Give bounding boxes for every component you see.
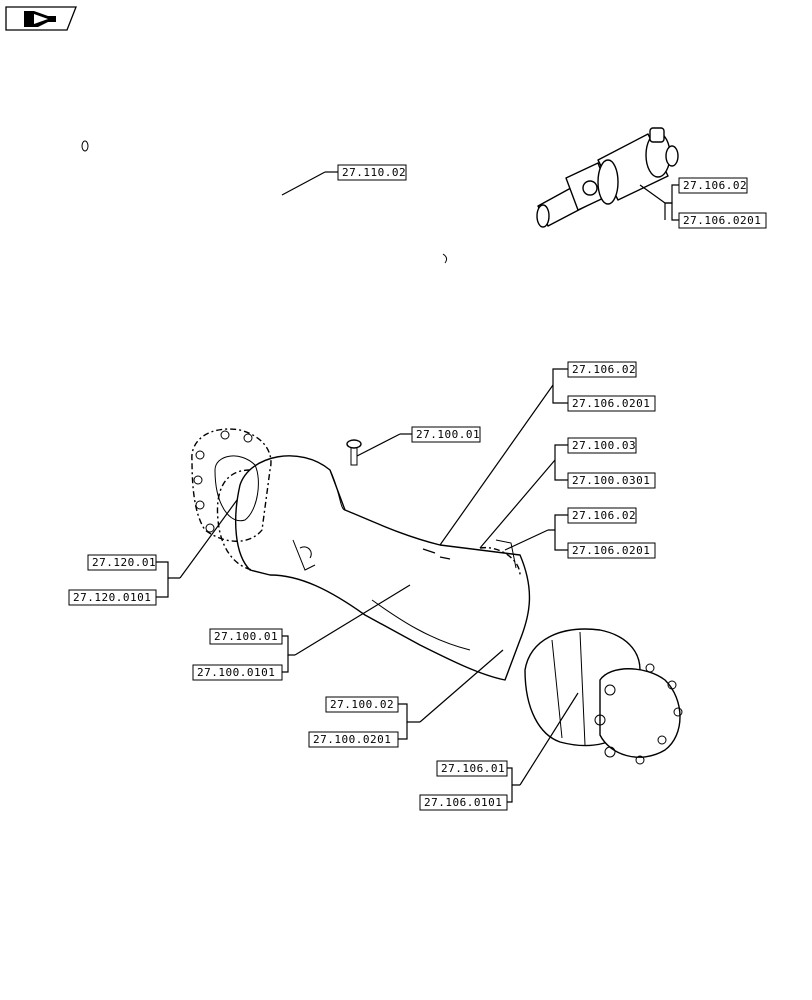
- callout-27-110-02[interactable]: 27.110.02: [337, 164, 407, 181]
- svg-text:27.110.02: 27.110.02: [342, 166, 406, 179]
- callout-27-106-02-low[interactable]: 27.106.02: [567, 507, 637, 524]
- svg-text:27.100.0201: 27.100.0201: [313, 733, 391, 746]
- callout-27-100-0201[interactable]: 27.100.0201: [308, 731, 399, 748]
- svg-text:27.100.02: 27.100.02: [330, 698, 394, 711]
- callout-27-120-0101[interactable]: 27.120.0101: [68, 589, 157, 606]
- callout-27-100-03[interactable]: 27.100.03: [567, 437, 637, 454]
- callout-27-106-0201-top[interactable]: 27.106.0201: [678, 212, 767, 229]
- svg-text:27.100.03: 27.100.03: [572, 439, 636, 452]
- callout-27-106-0101[interactable]: 27.106.0101: [419, 794, 508, 811]
- svg-text:27.106.01: 27.106.01: [441, 762, 505, 775]
- callout-27-100-01-bolt[interactable]: 27.100.01: [411, 426, 481, 443]
- svg-text:27.106.0101: 27.106.0101: [424, 796, 502, 809]
- svg-text:27.100.01: 27.100.01: [416, 428, 480, 441]
- svg-text:27.120.0101: 27.120.0101: [73, 591, 151, 604]
- callout-27-120-01[interactable]: 27.120.01: [87, 554, 157, 571]
- svg-text:27.120.01: 27.120.01: [92, 556, 156, 569]
- propshaft-part: [536, 127, 679, 228]
- svg-text:27.100.01: 27.100.01: [214, 630, 278, 643]
- svg-text:27.106.0201: 27.106.0201: [572, 397, 650, 410]
- svg-text:27.106.02: 27.106.02: [683, 179, 747, 192]
- callout-27-106-0201-low[interactable]: 27.106.0201: [567, 542, 656, 559]
- callout-27-100-0101[interactable]: 27.100.0101: [192, 664, 283, 681]
- callout-27-106-02-top[interactable]: 27.106.02: [678, 177, 748, 194]
- callout-27-106-01[interactable]: 27.106.01: [436, 760, 508, 777]
- axle-housing-part: [191, 428, 683, 765]
- callout-27-106-0201-mid[interactable]: 27.106.0201: [567, 395, 656, 412]
- navigation-arrow-icon[interactable]: [5, 6, 77, 31]
- svg-text:27.106.02: 27.106.02: [572, 509, 636, 522]
- callout-27-106-02-mid[interactable]: 27.106.02: [567, 361, 637, 378]
- svg-text:27.106.0201: 27.106.0201: [683, 214, 761, 227]
- svg-text:27.100.0301: 27.100.0301: [572, 474, 650, 487]
- callout-27-100-02[interactable]: 27.100.02: [325, 696, 399, 713]
- svg-text:27.100.0101: 27.100.0101: [197, 666, 275, 679]
- callout-27-100-01[interactable]: 27.100.01: [209, 628, 283, 645]
- svg-text:27.106.02: 27.106.02: [572, 363, 636, 376]
- svg-text:27.106.0201: 27.106.0201: [572, 544, 650, 557]
- callout-27-100-0301[interactable]: 27.100.0301: [567, 472, 656, 489]
- hose-part: [81, 140, 448, 264]
- leader-lines: [156, 171, 679, 803]
